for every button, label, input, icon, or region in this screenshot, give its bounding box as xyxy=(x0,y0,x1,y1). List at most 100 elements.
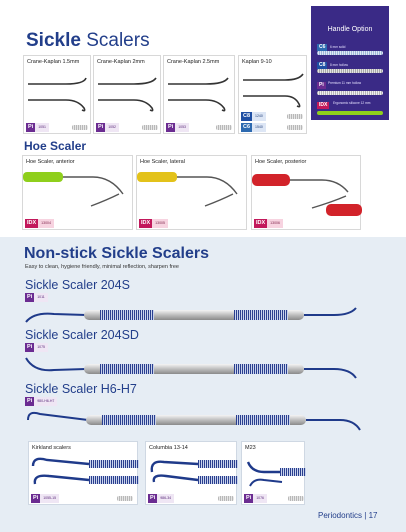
tag-code: Pi xyxy=(96,123,106,132)
instrument-image-204s xyxy=(25,307,357,323)
tag-ref: 1052 xyxy=(105,123,119,132)
tag-code: IDX xyxy=(25,219,39,228)
instrument-image xyxy=(246,461,306,487)
handle-thumbnail xyxy=(72,125,88,130)
card-title: Crane-Kaplan 2.5mm xyxy=(167,59,220,65)
option-code: C8 xyxy=(317,62,328,69)
instrument-image-h6-h7 xyxy=(27,411,361,431)
card-title: Kirkland scalers xyxy=(32,445,71,451)
footer-section: Periodontics xyxy=(318,511,363,520)
card-title: M23 xyxy=(245,445,256,451)
option-handle-bar xyxy=(317,91,383,95)
option-code: C6 xyxy=(317,44,328,51)
tag-ref: 13004 xyxy=(38,219,54,228)
card-title: Crane-Kaplan 2mm xyxy=(97,59,145,65)
tag-ref: 1075 xyxy=(34,343,48,352)
tag-ref: 1076 xyxy=(253,494,267,503)
hoe-scaler-heading: Hoe Scaler xyxy=(24,139,87,153)
instrument-image xyxy=(98,77,157,112)
tag-code: IDX xyxy=(254,219,268,228)
heading-bold: Sickle xyxy=(26,30,81,51)
instrument-name-204s: Sickle Scaler 204S xyxy=(25,278,130,292)
instrument-image xyxy=(150,460,238,484)
handle-option-title: Handle Option xyxy=(327,26,373,33)
instrument-image xyxy=(168,77,229,112)
tag-ref: 1051 xyxy=(35,123,49,132)
tag-code: Pi xyxy=(244,494,254,503)
tag-ref: 980-H6-H7 xyxy=(34,397,58,406)
card-title: Hoe Scaler, anterior xyxy=(26,159,75,165)
option-desc: 6 mm solid xyxy=(330,45,346,49)
option-desc: 8 mm hollow xyxy=(330,63,348,67)
tag-code: C8 xyxy=(241,112,253,121)
handle-option-c8: C8 8 mm hollow xyxy=(317,62,383,73)
option-handle-bar xyxy=(317,51,383,55)
instrument-name-204sd: Sickle Scaler 204SD xyxy=(25,328,139,342)
instrument-name-h6-h7: Sickle Scaler H6-H7 xyxy=(25,382,137,396)
tag-ref: 1240 xyxy=(252,112,266,121)
tag-ref: 13005 xyxy=(152,219,168,228)
instrument-image xyxy=(28,77,87,112)
option-desc: Ergonomic silicone 12 mm xyxy=(333,101,371,105)
card-title: Crane-Kaplan 1.5mm xyxy=(27,59,80,65)
tag-ref: 986-34 xyxy=(157,494,175,503)
handle-option-panel: Handle Option C6 6 mm solid C8 8 mm holl… xyxy=(311,6,389,120)
option-handle-bar xyxy=(317,69,383,73)
page-footer: Periodontics | 17 xyxy=(318,511,377,520)
tag-code: Pi xyxy=(166,123,176,132)
tag-code: Pi xyxy=(148,494,158,503)
footer-separator: | xyxy=(364,511,367,520)
handle-option-pi: Pi Premium 11 mm hollow xyxy=(317,81,383,96)
tag-ref: 13006 xyxy=(267,219,283,228)
option-code: Pi xyxy=(317,82,326,89)
instrument-image-204sd xyxy=(25,357,357,379)
tag-code: Pi xyxy=(25,397,35,406)
option-code: IDX xyxy=(317,102,330,109)
tag-ref: 1540 xyxy=(252,123,266,132)
handle-option-idx: IDX Ergonomic silicone 12 mm xyxy=(317,101,383,116)
option-desc: Premium 11 mm hollow xyxy=(328,81,362,85)
handle-thumbnail xyxy=(288,496,304,501)
handle-thumbnail xyxy=(216,125,232,130)
card-title: Hoe Scaler, posterior xyxy=(255,159,307,165)
tag-code: Pi xyxy=(26,123,36,132)
tag-ref: 1053 xyxy=(175,123,189,132)
handle-thumbnail xyxy=(142,125,158,130)
handle-thumbnail xyxy=(117,496,133,501)
tag-code: C6 xyxy=(241,123,253,132)
instrument-image xyxy=(243,73,304,108)
heading-rest: Scalers xyxy=(80,30,150,51)
option-handle-bar xyxy=(317,111,383,115)
card-title: Columbia 13-14 xyxy=(149,445,188,451)
nonstick-subheading: Easy to clean, hygiene friendly, minimal… xyxy=(25,264,179,270)
sickle-scalers-heading: Sickle Scalers xyxy=(26,30,150,52)
nonstick-heading: Non-stick Sickle Scalers xyxy=(24,245,209,262)
handle-thumbnail xyxy=(287,114,303,119)
instrument-image xyxy=(31,457,139,485)
tag-code: Pi xyxy=(25,343,35,352)
card-title: Hoe Scaler, lateral xyxy=(140,159,185,165)
tag-code: Pi xyxy=(31,494,41,503)
tag-ref: 1055-15 xyxy=(40,494,60,503)
